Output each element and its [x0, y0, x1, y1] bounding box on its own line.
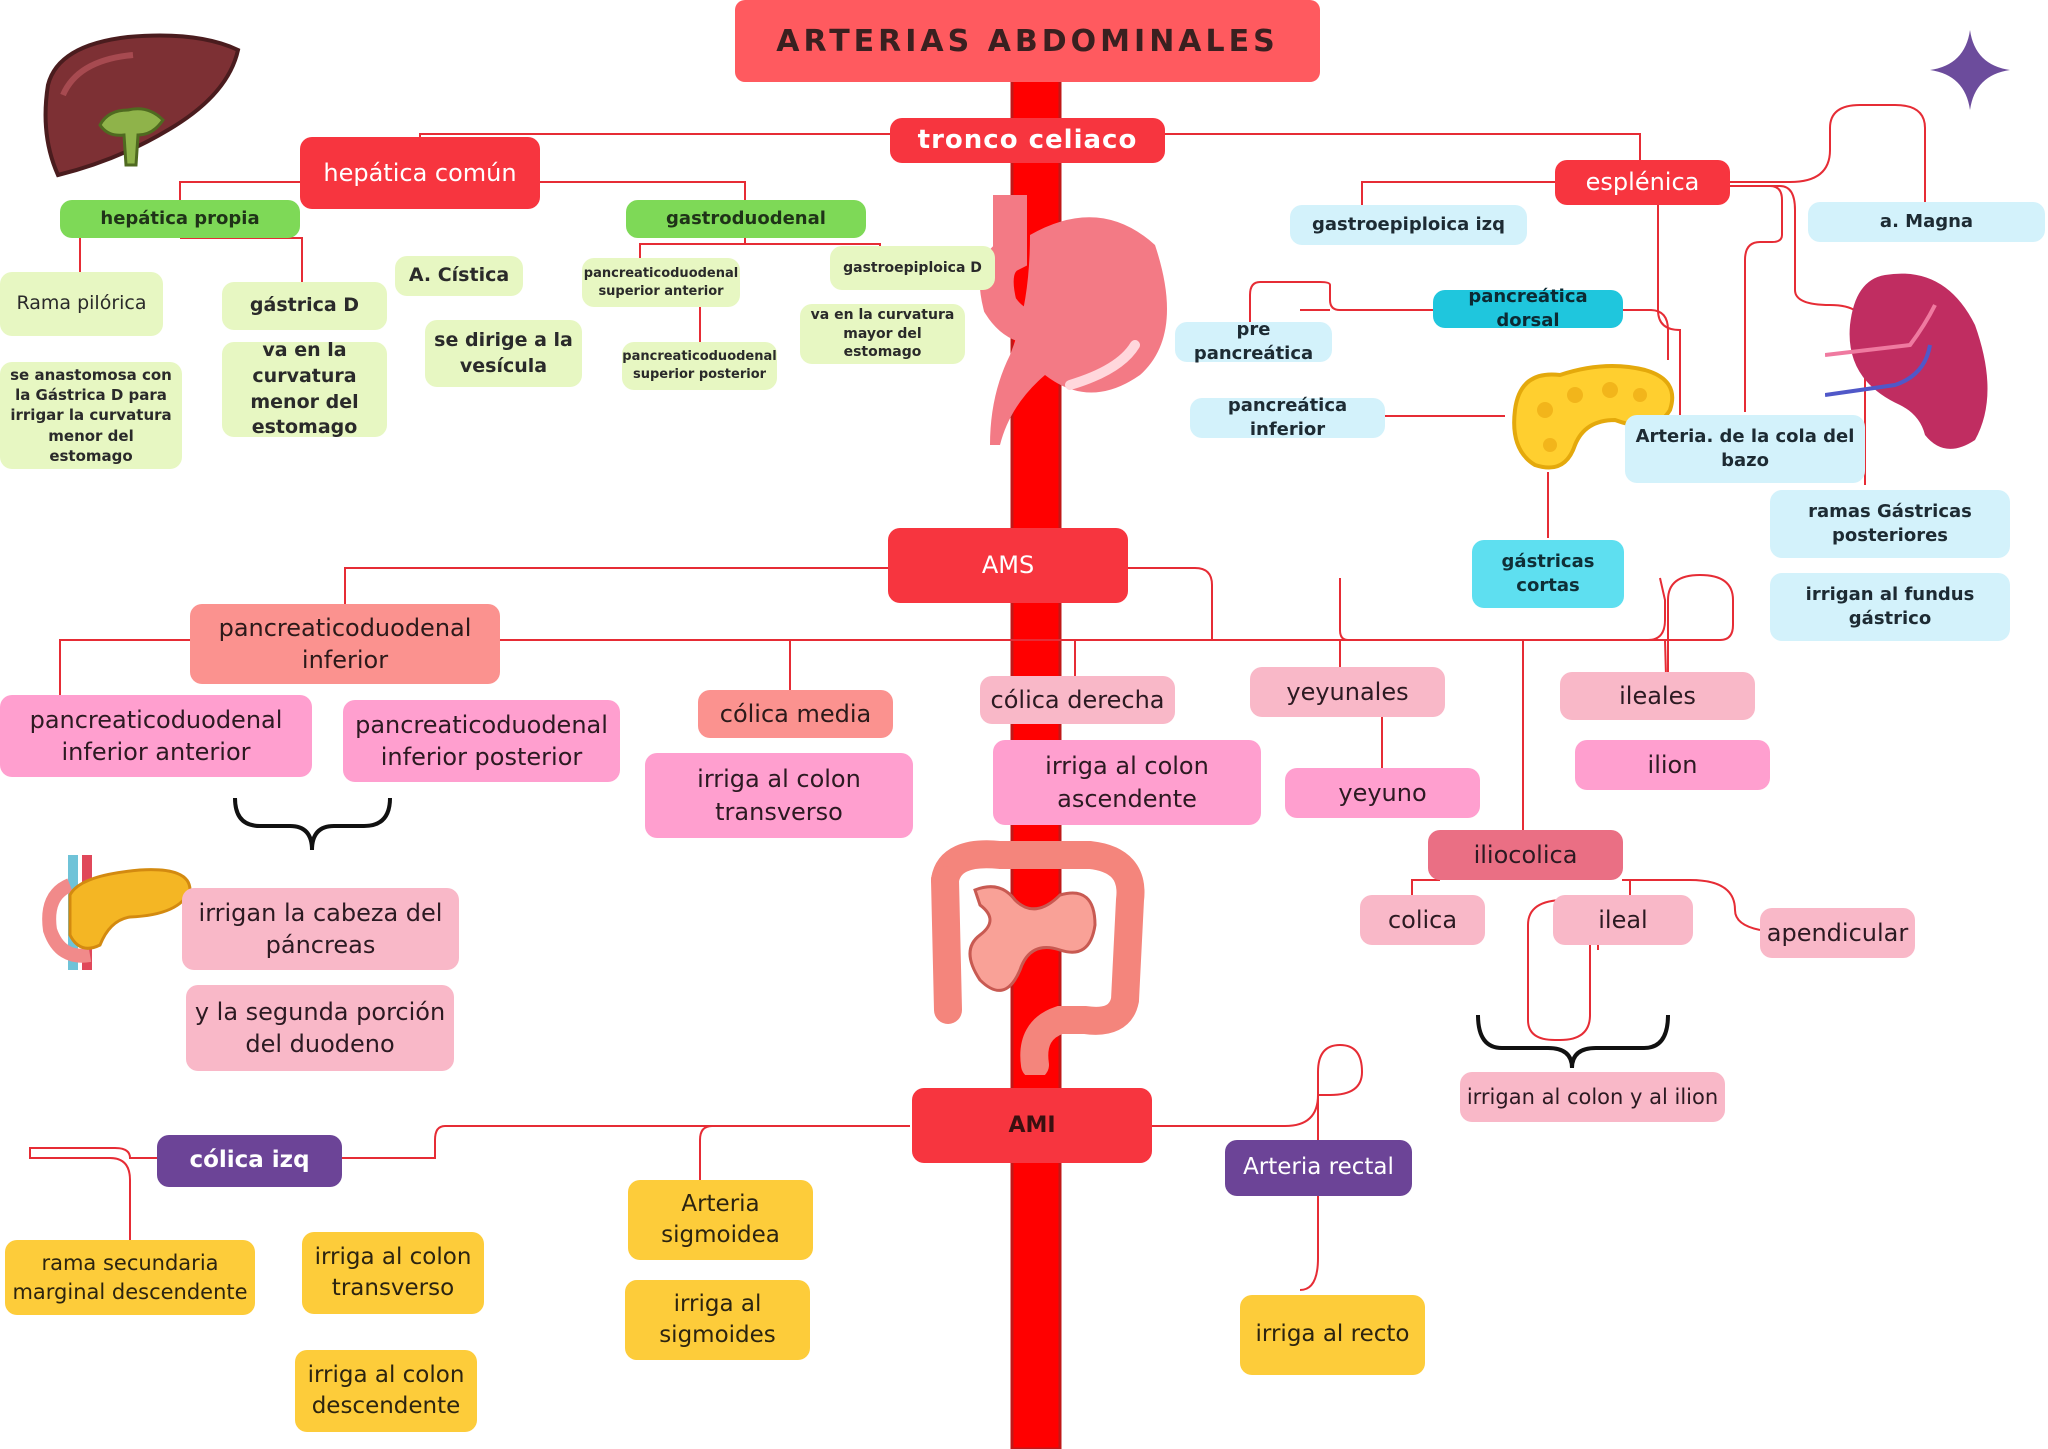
node-ramas-gastricas-posteriores: ramas Gástricas posteriores: [1770, 490, 2010, 558]
note-colica-media: irriga al colon transverso: [645, 753, 913, 838]
node-ileales: ileales: [1560, 672, 1755, 720]
node-pd-superior-posterior: pancreaticoduodenal superior posterior: [622, 342, 777, 390]
node-a-magna: a. Magna: [1808, 202, 2045, 242]
note-colica-izq-descendente: irriga al colon descendente: [295, 1350, 477, 1432]
node-colica-izq: cólica izq: [157, 1135, 342, 1187]
node-ilion: ilion: [1575, 740, 1770, 790]
node-esplenica: esplénica: [1555, 160, 1730, 205]
node-ami: AMI: [912, 1088, 1152, 1163]
node-pd-inferior: pancreaticoduodenal inferior: [190, 604, 500, 684]
node-pancreatica-dorsal: pancreática dorsal: [1433, 286, 1623, 331]
node-hepatica-propia: hepática propia: [60, 200, 300, 238]
node-gastricas-cortas: gástricas cortas: [1472, 540, 1624, 608]
node-rama-pilorica: Rama pilórica: [0, 272, 163, 336]
node-colica: colica: [1360, 895, 1485, 945]
liver-icon: [43, 33, 241, 178]
note-cistica: se dirige a la vesícula: [425, 320, 582, 387]
node-iliocolica: iliocolica: [1428, 830, 1623, 880]
node-colica-derecha: cólica derecha: [980, 676, 1175, 724]
node-arteria-sigmoidea: Arteria sigmoidea: [628, 1180, 813, 1260]
star-icon: [1930, 30, 2010, 110]
node-pd-inferior-anterior: pancreaticoduodenal inferior anterior: [0, 695, 312, 777]
note-colica-derecha: irriga al colon ascendente: [993, 740, 1261, 825]
node-pd-inferior-posterior: pancreaticoduodenal inferior posterior: [343, 700, 620, 782]
note-sigmoides: irriga al sigmoides: [625, 1280, 810, 1360]
note-recto: irriga al recto: [1240, 1295, 1425, 1375]
note-colica-izq-transverso: irriga al colon transverso: [302, 1232, 484, 1314]
node-gastroduodenal: gastroduodenal: [626, 200, 866, 238]
note-cabeza-pancreas: irrigan la cabeza del páncreas: [182, 888, 459, 970]
note-rama-pilorica: se anastomosa con la Gástrica D para irr…: [0, 362, 182, 469]
node-tronco-celiaco: tronco celiaco: [890, 118, 1165, 163]
node-gastroepiploica-izq: gastroepiploica izq: [1290, 205, 1527, 245]
page-title: ARTERIAS ABDOMINALES: [735, 0, 1320, 82]
node-gastroepiploica-d: gastroepiploica D: [830, 246, 995, 290]
node-pancreatica-inferior: pancreática inferior: [1190, 395, 1385, 440]
note-fundus-gastrico: irrigan al fundus gástrico: [1770, 573, 2010, 641]
note-gastrica-d: va en la curvatura menor del estomago: [222, 339, 387, 438]
node-arteria-rectal: Arteria rectal: [1225, 1140, 1412, 1196]
node-gastrica-d: gástrica D: [222, 282, 387, 330]
node-cistica: A. Cística: [395, 256, 523, 296]
node-rama-secundaria: rama secundaria marginal descendente: [5, 1240, 255, 1315]
intestine-icon: [931, 840, 1145, 1075]
node-ams: AMS: [888, 528, 1128, 603]
node-cola-del-bazo: Arteria. de la cola del bazo: [1625, 415, 1865, 483]
node-pd-superior-anterior: pancreaticoduodenal superior anterior: [582, 258, 740, 307]
stomach-icon: [979, 195, 1167, 445]
note-segunda-porcion-duodeno: y la segunda porción del duodeno: [186, 985, 454, 1071]
node-ileal: ileal: [1553, 895, 1693, 945]
node-apendicular: apendicular: [1760, 908, 1915, 958]
node-yeyuno: yeyuno: [1285, 768, 1480, 818]
brace-right: [1476, 1014, 1670, 1069]
brace-left: [233, 797, 392, 851]
note-gastroepiploica-d: va en la curvatura mayor del estomago: [800, 304, 965, 364]
node-hepatica-comun: hepática común: [300, 137, 540, 209]
note-colon-ilion: irrigan al colon y al ilion: [1460, 1072, 1725, 1122]
node-colica-media: cólica media: [698, 690, 893, 738]
pancreas-duodenum-icon: [42, 855, 192, 970]
spleen-icon: [1825, 273, 1988, 449]
node-pre-pancreatica: pre pancreática: [1175, 319, 1332, 364]
node-yeyunales: yeyunales: [1250, 667, 1445, 717]
